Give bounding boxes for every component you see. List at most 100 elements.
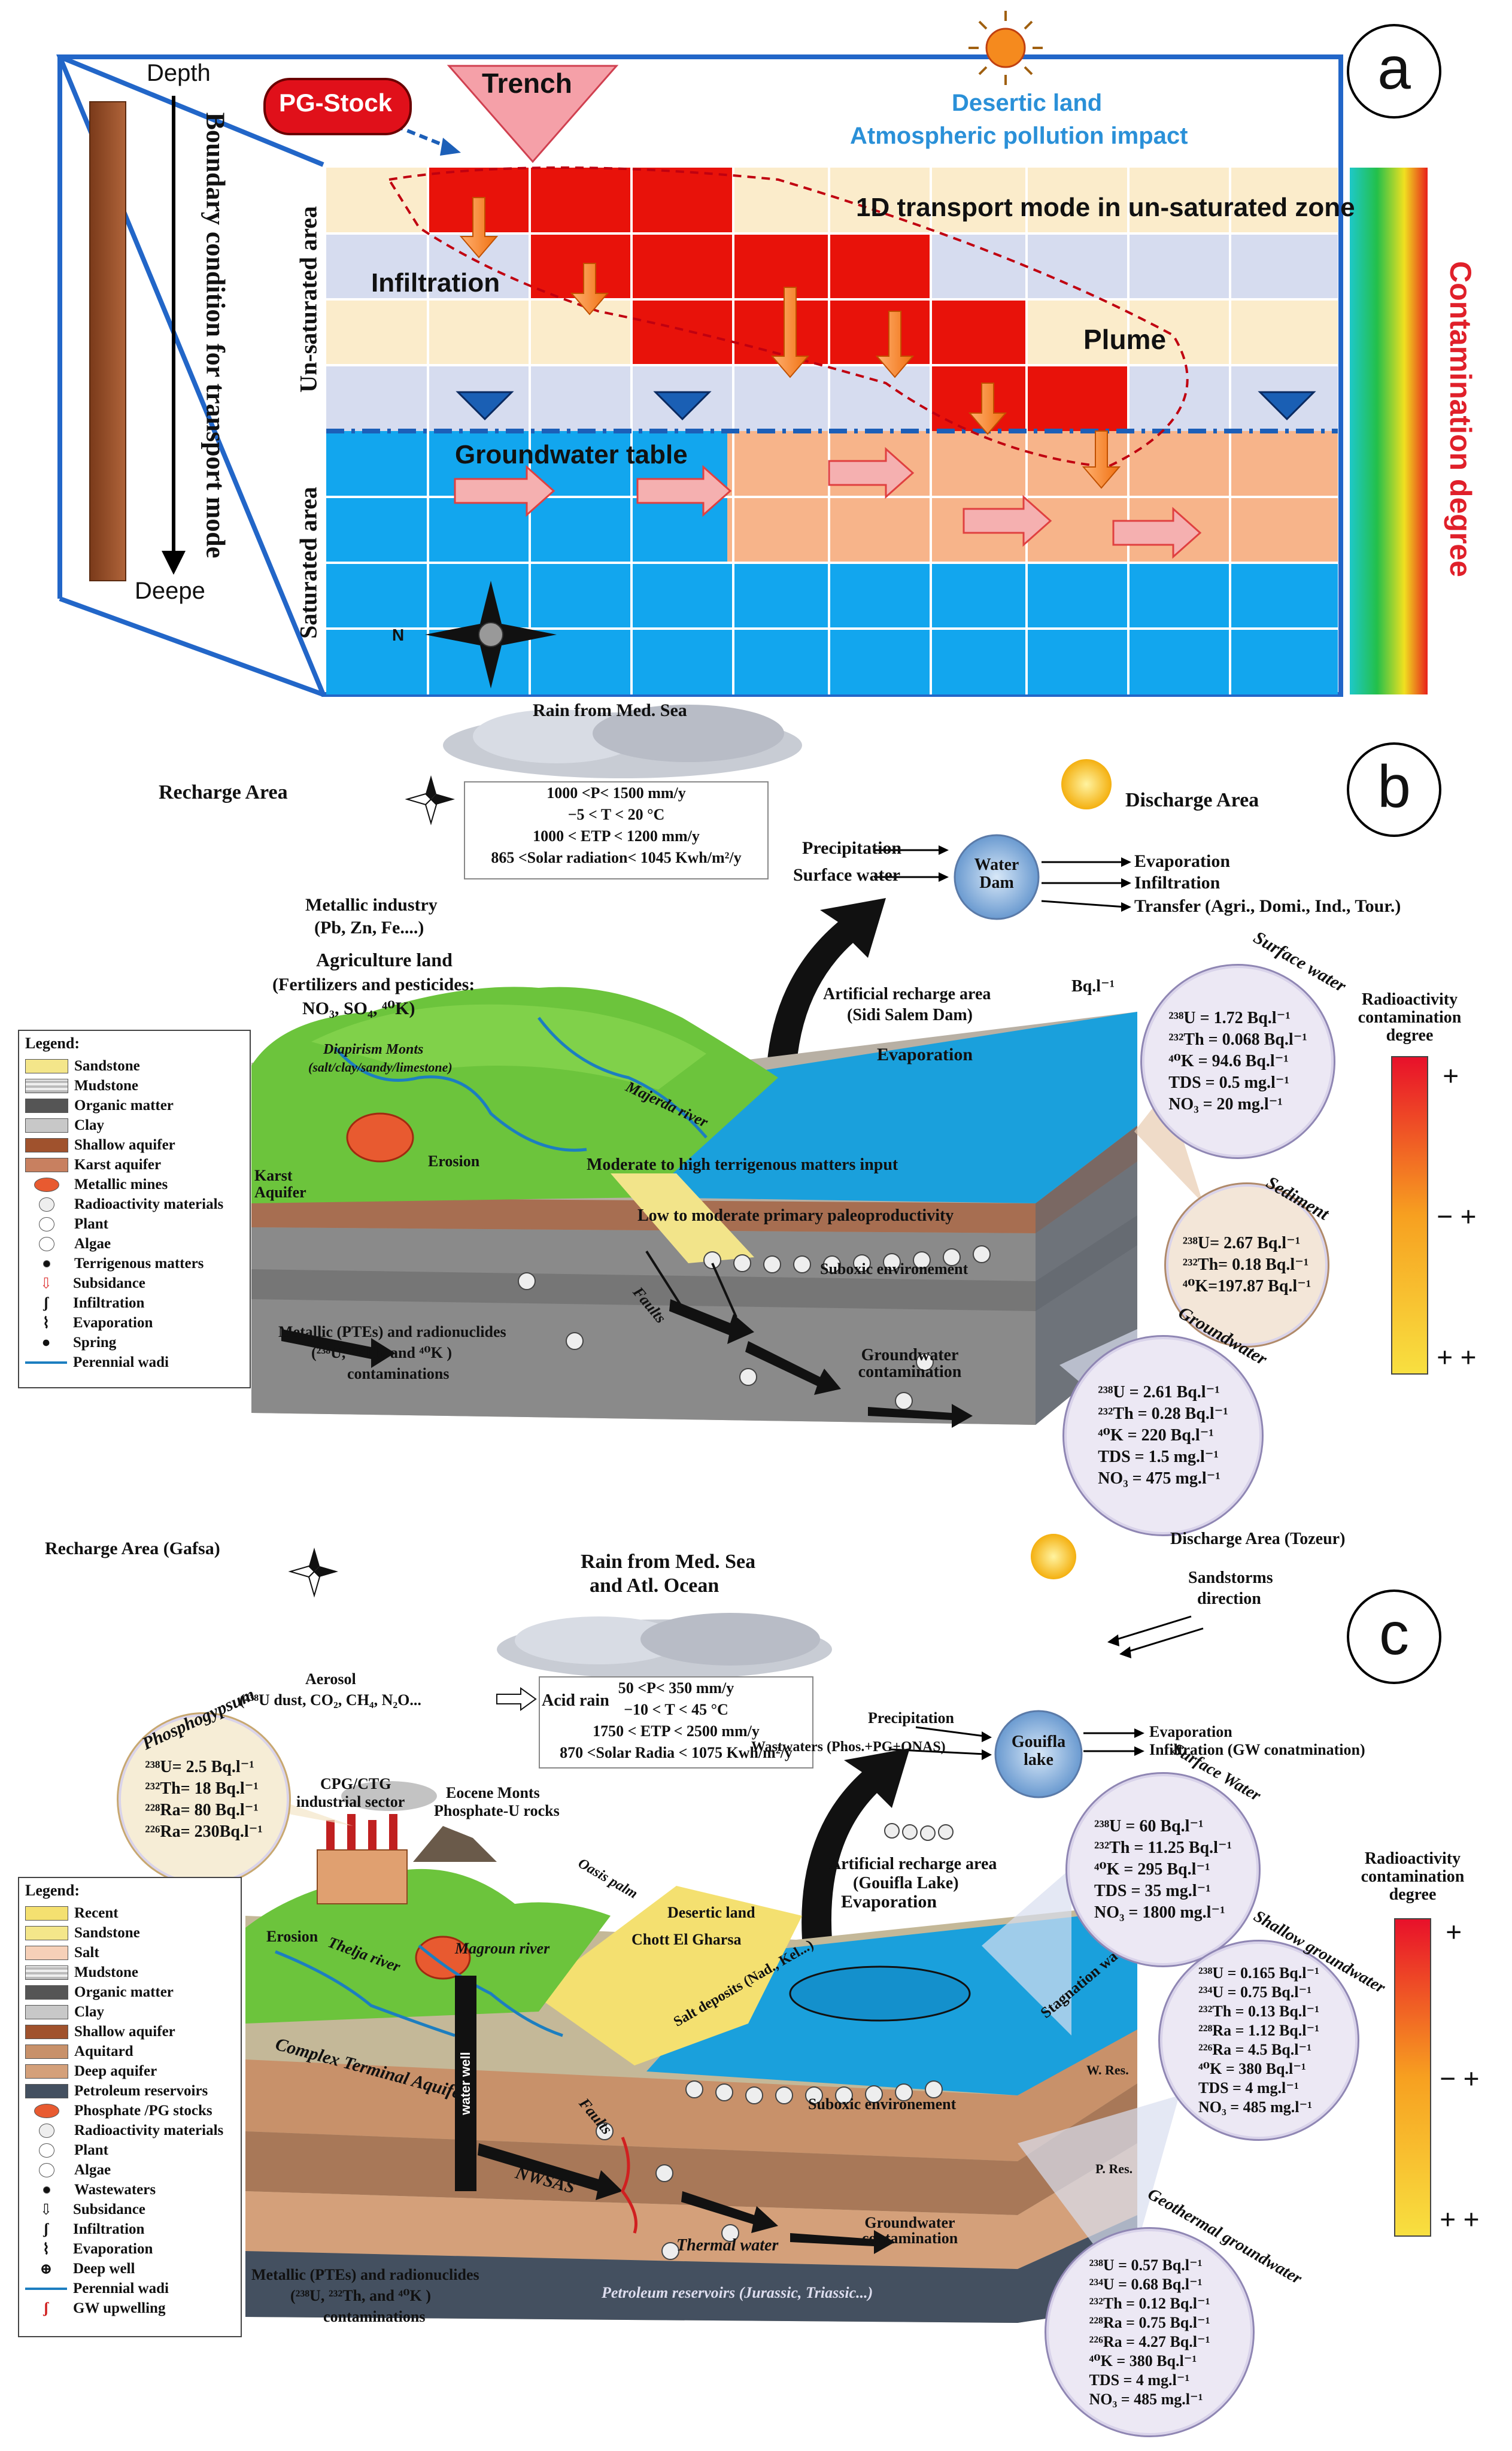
- legend-b-item: Clay: [19, 1115, 250, 1135]
- legend-c-item: Phosphate /PG stocks: [19, 2101, 241, 2121]
- legend-c-label: Perennial wadi: [73, 2280, 169, 2297]
- legend-b-label: Spring: [73, 1334, 117, 1351]
- circle-line: ²³⁴U = 0.75 Bq.l⁻¹: [1198, 1983, 1312, 2001]
- metallic-pte3-b: contaminations: [347, 1365, 450, 1382]
- circle-line: ⁴⁰K=197.87 Bq.l⁻¹: [1182, 1277, 1311, 1296]
- suboxic-c: Suboxic environement: [808, 2095, 957, 2113]
- legend-c-label: Petroleum reservoirs: [74, 2082, 208, 2099]
- legend-b-label: Sandstone: [74, 1057, 140, 1074]
- circle-line: ²³²Th = 0.13 Bq.l⁻¹: [1198, 2003, 1320, 2020]
- circle-line: TDS = 0.5 mg.l⁻¹: [1168, 1073, 1289, 1092]
- evaporation-out-b: Evaporation: [1134, 851, 1231, 871]
- legend-b-label: Perennial wadi: [73, 1354, 169, 1370]
- rad-bar-title-c: Radioactivity contamination degree: [1361, 1849, 1465, 1904]
- rad-bar-mid-b: − +: [1437, 1201, 1477, 1233]
- legend-b-item: Shallow aquifer: [19, 1135, 250, 1155]
- legend-c-label: GW upwelling: [73, 2300, 166, 2316]
- legend-c-item: Aquitard: [19, 2042, 241, 2061]
- legend-c-item: Deep aquifer: [19, 2061, 241, 2081]
- legend-b-label: Metallic mines: [74, 1176, 168, 1193]
- legend-c-item: Organic matter: [19, 1982, 241, 2002]
- lake-label: Gouifla lake: [1011, 1733, 1066, 1769]
- circle-line: ²³⁸U = 0.57 Bq.l⁻¹: [1089, 2256, 1203, 2274]
- unit-b: Bq.l⁻¹: [1071, 977, 1115, 996]
- legend-b-label: Organic matter: [74, 1097, 174, 1114]
- recent-swatch: [25, 1906, 68, 1921]
- shallow-aquifer-swatch: [25, 2024, 68, 2039]
- circle-line: ⁴⁰K = 380 Bq.l⁻¹: [1198, 2060, 1306, 2077]
- mines-icon: [34, 1177, 59, 1192]
- eocene2-c: Phosphate-U rocks: [434, 1802, 560, 1819]
- legend-b-label: Infiltration: [73, 1294, 145, 1311]
- legend-c-item: ⊕Deep well: [19, 2259, 241, 2279]
- circle-line: TDS = 4 mg.l⁻¹: [1089, 2371, 1190, 2389]
- petroleum-c: Petroleum reservoirs (Jurassic, Triassic…: [602, 2284, 873, 2301]
- terrigenous-icon: [43, 1260, 50, 1267]
- legend-c-label: Salt: [74, 1944, 99, 1961]
- deep-aquifer-swatch: [25, 2064, 68, 2079]
- faults-c: Faults: [575, 2094, 616, 2138]
- circle-line: ²³²Th = 0.28 Bq.l⁻¹: [1098, 1405, 1228, 1423]
- artificial-b: Artificial recharge area: [823, 985, 991, 1003]
- circle-line: ⁴⁰K = 295 Bq.l⁻¹: [1094, 1860, 1210, 1879]
- plant-icon: [39, 1217, 54, 1231]
- legend-c-item: Wastewaters: [19, 2180, 241, 2200]
- legend-b-label: Terrigenous matters: [74, 1255, 204, 1272]
- rad-bar-pp-b: + +: [1437, 1342, 1477, 1373]
- wadi-icon: [25, 2287, 67, 2290]
- legend-c-item: ⇩Subsidance: [19, 2200, 241, 2219]
- legend-c-item: Shallow aquifer: [19, 2022, 241, 2042]
- sandstorm-c: Sandstorms: [1188, 1569, 1273, 1587]
- aerosol-c: Aerosol: [305, 1670, 356, 1688]
- dam-label: Water Dam: [974, 856, 1019, 892]
- deep-well-icon: ⊕: [40, 2261, 53, 2277]
- legend-c-label: Clay: [74, 2003, 104, 2020]
- circle-line: ⁴⁰K = 220 Bq.l⁻¹: [1098, 1426, 1214, 1445]
- depth-label: Depth: [147, 60, 211, 86]
- legend-b-item: Mudstone: [19, 1076, 250, 1096]
- legend-b-label: Clay: [74, 1117, 104, 1133]
- discharge-area-c: Discharge Area (Tozeur): [1170, 1530, 1346, 1548]
- legend-b-item: Organic matter: [19, 1096, 250, 1115]
- evaporation-c: Evaporation: [841, 1892, 937, 1912]
- algae-icon: [39, 1236, 54, 1251]
- legend-b-item: Sandstone: [19, 1056, 250, 1076]
- circle-line: NO₃ = 485 mg.l⁻¹: [1089, 2390, 1203, 2408]
- panel-b-letter: b: [1347, 742, 1441, 837]
- water-well-c: water well: [458, 2052, 473, 2115]
- desertic-label: Desertic land: [952, 90, 1103, 116]
- circle-line: ²³²Th = 11.25 Bq.l⁻¹: [1094, 1839, 1232, 1857]
- suboxic-b: Suboxic environement: [820, 1260, 968, 1278]
- wastewater-icon: [43, 2186, 50, 2194]
- legend-c-label: Organic matter: [74, 1983, 174, 2000]
- legend-b-item: Algae: [19, 1234, 250, 1254]
- climate-b-0: 1000 <P< 1500 mm/y: [546, 784, 686, 802]
- legend-c-label: Wastewaters: [74, 2181, 156, 2198]
- legend-b-item: ⇩Subsidance: [19, 1273, 250, 1293]
- metallic-pte2-b: (²³⁸U, ²³²Th, and ⁴⁰K ): [311, 1344, 452, 1361]
- sandstorm2-c: direction: [1197, 1589, 1261, 1608]
- panel-a-graphic: [56, 11, 1428, 697]
- legend-b-label: Plant: [74, 1215, 108, 1232]
- circle-line: ²³⁸U = 0.165 Bq.l⁻¹: [1198, 1964, 1320, 1982]
- legend-c-item: Radioactivity materials: [19, 2121, 241, 2140]
- precipitation-c: Precipitation: [868, 1709, 954, 1727]
- legend-b-item: Karst aquifer: [19, 1155, 250, 1175]
- majerda-b: Majerda river: [623, 1078, 711, 1131]
- plume-label: Plume: [1083, 324, 1167, 355]
- groundwater-table-label: Groundwater table: [455, 440, 688, 469]
- climate-box-c: 50 <P< 350 mm/y −10 < T < 45 °C 1750 < E…: [539, 1676, 813, 1769]
- salt-deposits-c: Salt deposits (Nad., Kel...): [671, 1937, 816, 2030]
- radioactive-icon: [39, 1197, 54, 1212]
- legend-c-label: Algae: [74, 2161, 111, 2178]
- deep-label: Deepe: [135, 578, 205, 604]
- legend-c-label: Sandstone: [74, 1924, 140, 1941]
- circle-line: NO₃ = 20 mg.l⁻¹: [1168, 1095, 1283, 1114]
- sediment-circle-b: ²³⁸U= 2.67 Bq.l⁻¹ ²³²Th= 0.18 Bq.l⁻¹ ⁴⁰K…: [1164, 1182, 1329, 1348]
- circle-line: ²³⁸U= 2.5 Bq.l⁻¹: [145, 1757, 254, 1776]
- desertic-c: Desertic land: [667, 1904, 755, 1921]
- legend-c-item: Recent: [19, 1903, 241, 1923]
- boundary-label: Boundary condition for transport mode: [201, 112, 230, 559]
- subsidance-icon: ⇩: [40, 1275, 53, 1292]
- metallic-industry-b: Metallic industry: [305, 895, 438, 915]
